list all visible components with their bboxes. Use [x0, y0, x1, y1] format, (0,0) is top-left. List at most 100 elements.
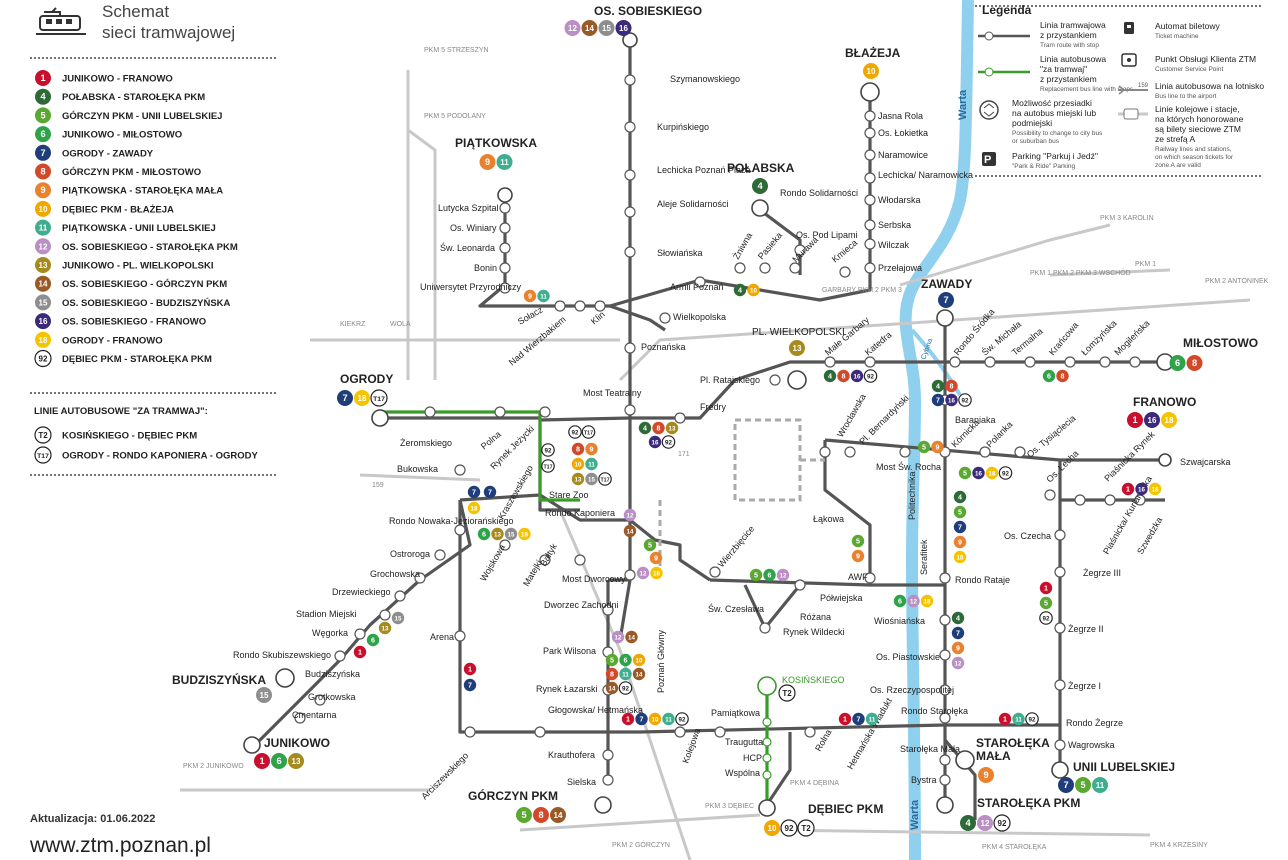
stop-label: Os. Pod Lipami: [796, 230, 858, 240]
stop-label: Rondo Starołęka: [901, 706, 968, 716]
stop-label: Os. Piastowskie: [876, 652, 940, 662]
svg-text:13: 13: [39, 261, 48, 270]
route-badge-10: 10: [632, 653, 646, 667]
svg-text:92: 92: [1043, 615, 1050, 622]
route-badge-12: 12: [951, 656, 965, 670]
website[interactable]: www.ztm.poznan.pl: [29, 834, 211, 857]
svg-text:9: 9: [936, 443, 940, 451]
route-badge-9: 9: [978, 767, 994, 783]
svg-text:4: 4: [828, 372, 832, 380]
legend-change-en2: or suburban bus: [1012, 138, 1060, 145]
svg-text:12: 12: [627, 512, 634, 519]
route-badge-8: 8: [837, 369, 850, 383]
stop-label: Kmieca: [830, 238, 859, 265]
route-badge-7: 7: [852, 712, 865, 726]
stop-label: Most Dworcowy: [562, 574, 626, 584]
legend-bus-pl2: "za tramwaj": [1040, 64, 1087, 74]
svg-text:5: 5: [40, 110, 45, 120]
terminal-name: PIĄTKOWSKA: [455, 136, 537, 150]
svg-text:6: 6: [1047, 372, 1051, 380]
stop-label: Baraniaka: [955, 415, 996, 425]
svg-text:16: 16: [619, 24, 628, 33]
legend-tram-pl2: z przystankiem: [1040, 30, 1097, 40]
svg-text:11: 11: [1096, 781, 1105, 790]
svg-text:13: 13: [292, 757, 301, 766]
route-badge-7: 7: [938, 292, 954, 308]
svg-text:8: 8: [538, 810, 543, 820]
stop-label: Rondo Solidarności: [780, 188, 858, 198]
stop-label: Drzewieckiego: [332, 587, 391, 597]
svg-text:9: 9: [590, 445, 594, 453]
svg-text:8: 8: [576, 445, 580, 453]
route-badge-7: 7: [463, 678, 477, 692]
route-badge-14: 14: [632, 667, 646, 681]
svg-text:5: 5: [648, 541, 652, 549]
route-badge-6: 6: [35, 126, 51, 143]
route-badge-18: 18: [1161, 412, 1177, 428]
svg-text:6: 6: [40, 129, 45, 139]
stop-label: Stadion Miejski: [296, 609, 357, 619]
svg-text:5: 5: [1080, 780, 1085, 790]
rail-label: PKM 5 STRZESZYN: [424, 47, 489, 54]
route-badge-10: 10: [35, 200, 51, 217]
legend-airport-num: 159: [1138, 83, 1149, 89]
route-badge-16: 16: [648, 435, 662, 449]
route-name: OGRODY - FRANOWO: [62, 335, 163, 346]
svg-text:1: 1: [259, 756, 264, 766]
svg-text:10: 10: [652, 716, 659, 723]
stop-label: Żegrze II: [1068, 624, 1104, 634]
svg-text:16: 16: [948, 397, 955, 404]
legend-bus-pl3: z przystankiem: [1040, 74, 1097, 84]
route-badge-11: 11: [537, 289, 550, 303]
route-badge-8: 8: [652, 421, 665, 435]
svg-text:18: 18: [358, 394, 367, 403]
svg-text:4: 4: [738, 286, 742, 294]
route-badge-5: 5: [851, 534, 865, 548]
terminal-lines: 7: [938, 292, 954, 308]
legend-parking-pl: Parking "Parkuj i Jedź": [1012, 151, 1098, 161]
rail-labels: PKM 5 STRZESZYN PKM 5 PODOLANY PKM 3 KAR…: [183, 47, 1269, 851]
page-title-line1: Schemat: [102, 2, 169, 21]
rail-label: PKM 4 DĘBINA: [790, 780, 839, 787]
stop-label: Lechicka/ Naramowicka: [878, 170, 973, 180]
svg-text:1: 1: [1003, 715, 1007, 723]
svg-text:T2: T2: [38, 431, 48, 440]
svg-text:9: 9: [983, 770, 988, 780]
route-badge-92: 92: [863, 369, 878, 383]
svg-text:13: 13: [494, 531, 501, 538]
stop-label: Włodarska: [878, 195, 921, 205]
route-badge-9: 9: [523, 289, 537, 303]
svg-text:12: 12: [568, 24, 577, 33]
svg-text:7: 7: [956, 629, 960, 637]
svg-text:9: 9: [528, 292, 532, 300]
legend-poc-en: Customer Service Point: [1155, 66, 1223, 73]
route-badge-16: 16: [1144, 412, 1160, 428]
route-badge-8: 8: [945, 379, 958, 393]
stop-label: Poznańska: [641, 342, 686, 352]
route-badge-13: 13: [789, 340, 805, 356]
svg-text:6: 6: [1175, 358, 1180, 368]
change-icon: [979, 100, 999, 120]
stop-label: Św. Leonarda: [440, 242, 495, 253]
update-date: Aktualizacja: 01.06.2022: [30, 813, 155, 825]
svg-text:1: 1: [1126, 485, 1130, 493]
terminal-name: POŁABSKA: [727, 161, 795, 175]
route-badge-4: 4: [960, 815, 976, 831]
stop-label: Naramowice: [878, 150, 928, 160]
route-badge-1: 1: [838, 712, 852, 726]
rail-label: PKM 3 DĘBIEC: [705, 803, 754, 810]
stop-label: Łąkowa: [813, 514, 844, 524]
legend-tram-en: Tram route with stop: [1040, 42, 1099, 49]
route-badge-6: 6: [366, 633, 380, 647]
route-badge-16: 16: [1135, 482, 1148, 496]
route-badge-8: 8: [605, 667, 619, 681]
route-name: POŁABSKA - STAROŁĘKA PKM: [62, 92, 205, 103]
stop-label: Jasna Rola: [878, 111, 923, 121]
